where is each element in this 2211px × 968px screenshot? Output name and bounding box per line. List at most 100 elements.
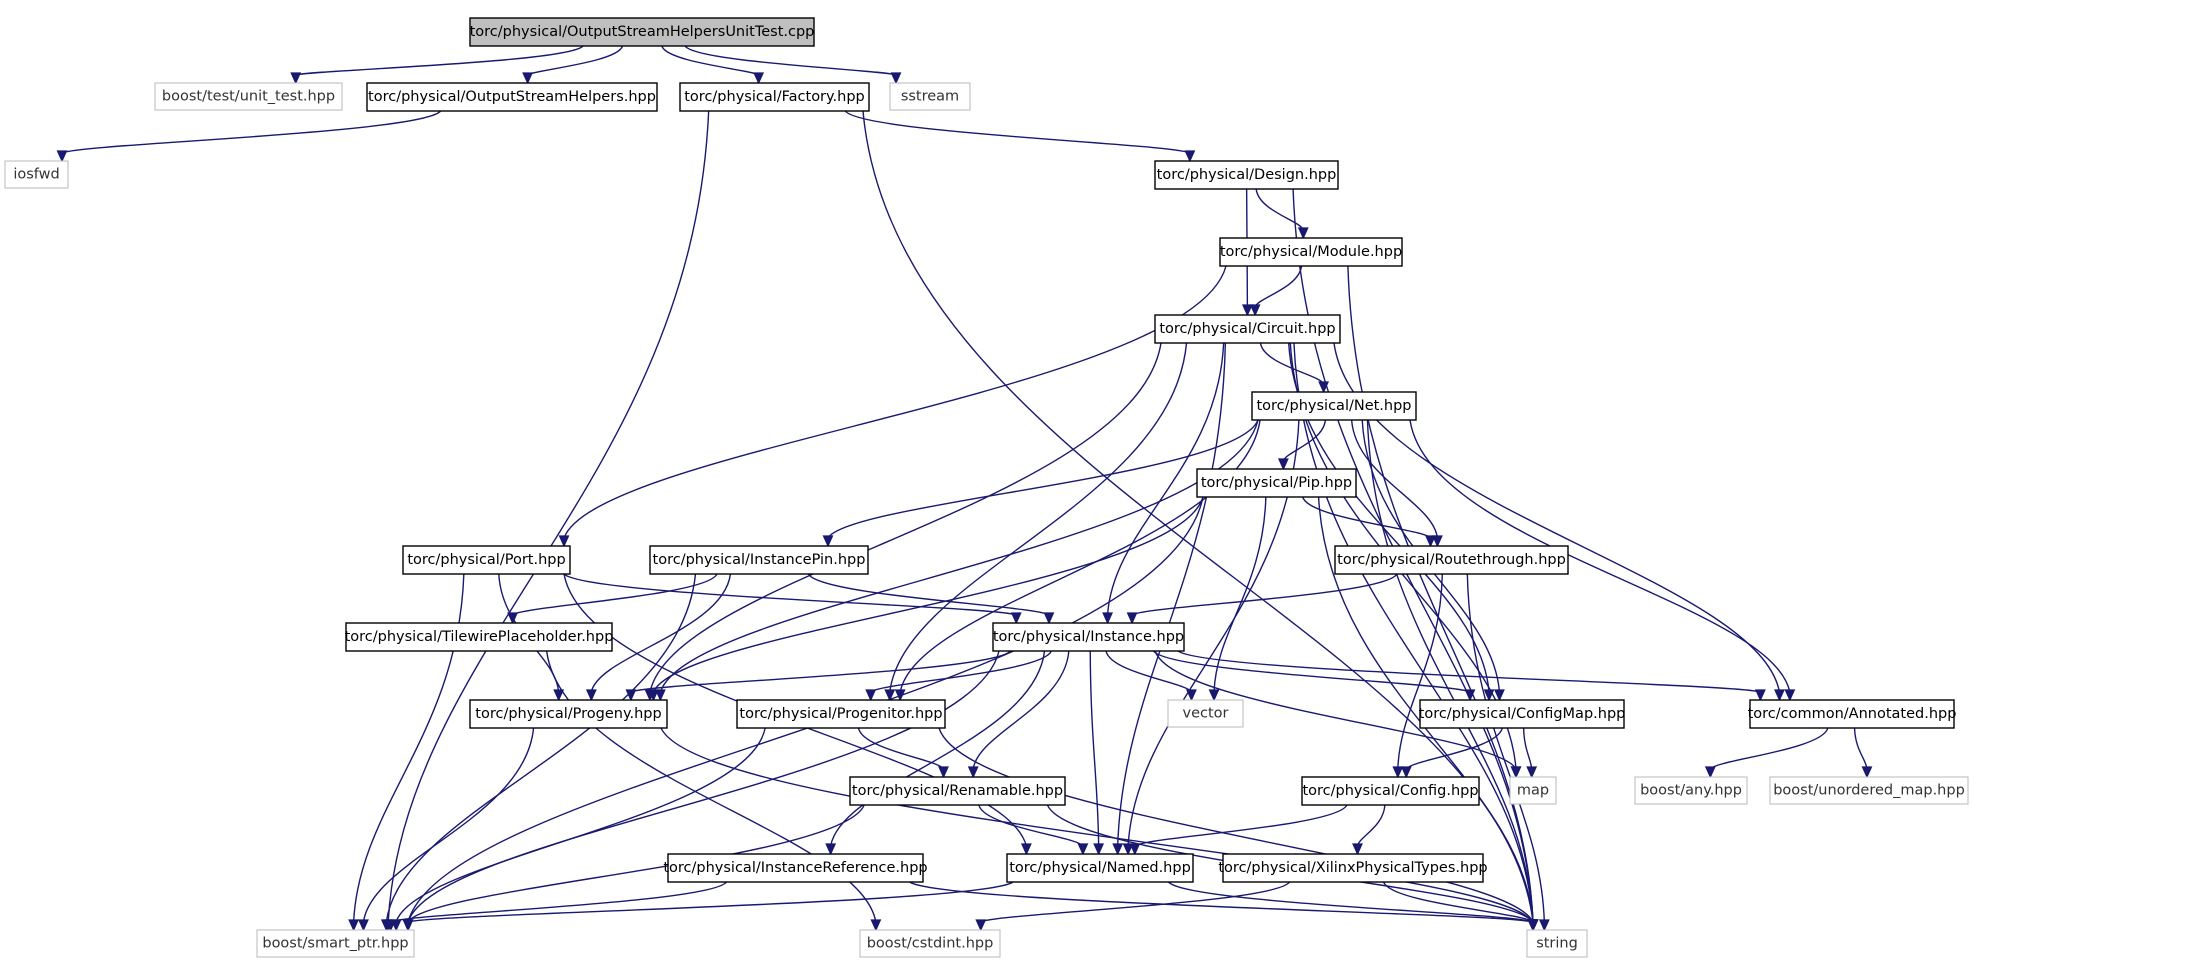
edge-root-to-sstream <box>684 45 902 85</box>
node-sstream: sstream <box>889 82 971 111</box>
node-box <box>736 699 946 729</box>
node-map: map <box>1509 776 1557 805</box>
node-instpin[interactable]: torc/physical/InstancePin.hpp <box>649 545 869 575</box>
node-box <box>1769 776 1969 805</box>
node-label: torc/physical/Factory.hpp <box>684 89 865 105</box>
edge-instance-to-progenitor <box>865 650 1053 702</box>
node-label: torc/physical/Net.hpp <box>1256 398 1411 414</box>
node-box <box>1167 699 1244 728</box>
node-box <box>859 929 1001 958</box>
node-box <box>1219 237 1403 267</box>
edge-osh-to-iosfwd <box>56 110 442 163</box>
node-label: torc/physical/Progeny.hpp <box>475 706 661 722</box>
node-label: boost/unordered_map.hpp <box>1773 783 1965 799</box>
node-label: torc/physical/InstanceReference.hpp <box>663 860 927 876</box>
node-smartptr: boost/smart_ptr.hpp <box>256 929 415 958</box>
node-osh[interactable]: torc/physical/OutputStreamHelpers.hpp <box>366 82 658 112</box>
edge-config-to-named <box>1129 804 1348 856</box>
node-string: string <box>1526 929 1588 958</box>
node-cstdint: boost/cstdint.hpp <box>859 929 1001 958</box>
node-progeny[interactable]: torc/physical/Progeny.hpp <box>469 699 668 729</box>
node-routethrough[interactable]: torc/physical/Routethrough.hpp <box>1334 545 1569 575</box>
node-box <box>4 160 69 189</box>
edge-circuit-to-string <box>1293 342 1539 932</box>
node-unit_test: boost/test/unit_test.hpp <box>154 82 343 111</box>
node-pip[interactable]: torc/physical/Pip.hpp <box>1196 468 1357 498</box>
edge-progenitor-to-string <box>938 727 1539 932</box>
edge-circuit-to-progenitor <box>884 342 1188 702</box>
node-renamable[interactable]: torc/physical/Renamable.hpp <box>849 776 1066 806</box>
edge-routethrough-to-string <box>1466 573 1550 932</box>
node-label: torc/physical/Port.hpp <box>407 552 565 568</box>
node-label: map <box>1517 783 1549 799</box>
node-box <box>1749 699 1955 729</box>
node-label: torc/physical/Module.hpp <box>1220 244 1402 260</box>
edge-progenitor-to-smartptr <box>390 727 766 932</box>
node-module[interactable]: torc/physical/Module.hpp <box>1219 237 1403 267</box>
edge-pip-to-vector <box>1208 496 1267 702</box>
node-label: boost/smart_ptr.hpp <box>262 936 408 952</box>
node-label: torc/physical/Config.hpp <box>1302 783 1478 799</box>
node-factory[interactable]: torc/physical/Factory.hpp <box>679 82 870 112</box>
edge-module-to-circuit <box>1249 265 1303 317</box>
edge-instpin-to-tileplace <box>507 573 718 625</box>
node-box <box>366 82 658 112</box>
edge-instance-to-vector <box>1105 650 1197 702</box>
node-box <box>1301 776 1480 806</box>
node-box <box>889 82 971 111</box>
edge-named-to-smartptr <box>402 881 1014 932</box>
node-box <box>849 776 1066 806</box>
node-net[interactable]: torc/physical/Net.hpp <box>1251 391 1417 421</box>
edge-net-to-annotated <box>1409 419 1796 702</box>
node-box <box>154 82 343 111</box>
node-instance[interactable]: torc/physical/Instance.hpp <box>992 622 1185 652</box>
node-box <box>1334 545 1569 575</box>
edge-root-to-osh <box>522 45 624 85</box>
edge-design-to-module <box>1255 188 1309 240</box>
node-design[interactable]: torc/physical/Design.hpp <box>1154 160 1339 190</box>
edge-pip-to-routethrough <box>1302 496 1436 548</box>
edge-net-to-instpin <box>822 419 1259 548</box>
edge-named-to-string <box>1168 881 1539 932</box>
node-box <box>1419 699 1625 729</box>
node-box <box>1634 776 1748 805</box>
edge-progeny-to-smartptr <box>358 727 535 932</box>
node-box <box>402 545 571 575</box>
edge-progenitor-to-renamable <box>857 727 949 779</box>
node-label: torc/physical/Progenitor.hpp <box>739 706 942 722</box>
node-configmap[interactable]: torc/physical/ConfigMap.hpp <box>1419 699 1626 729</box>
edge-instpin-to-instance <box>807 573 1055 625</box>
node-instref[interactable]: torc/physical/InstanceReference.hpp <box>663 853 928 883</box>
node-xilinx[interactable]: torc/physical/XilinxPhysicalTypes.hpp <box>1218 853 1488 883</box>
edge-routethrough-to-instance <box>1126 573 1398 625</box>
node-box <box>1154 160 1339 190</box>
node-vector: vector <box>1167 699 1244 728</box>
edge-circuit-to-instance <box>1102 342 1225 625</box>
node-box <box>667 853 924 883</box>
node-label: boost/test/unit_test.hpp <box>162 89 335 105</box>
node-config[interactable]: torc/physical/Config.hpp <box>1301 776 1480 806</box>
node-box <box>679 82 870 112</box>
node-named[interactable]: torc/physical/Named.hpp <box>1006 853 1194 883</box>
node-label: torc/physical/InstancePin.hpp <box>653 552 866 568</box>
edge-instance-to-progeny <box>625 650 1012 702</box>
node-circuit[interactable]: torc/physical/Circuit.hpp <box>1154 314 1341 344</box>
edge-root-to-factory <box>661 45 765 85</box>
edge-annotated-to-any <box>1704 727 1829 779</box>
nodes-layer: torc/physical/OutputStreamHelpersUnitTes… <box>4 17 1969 958</box>
edge-tileplace-to-cstdint <box>545 650 882 932</box>
edge-instance-to-configmap <box>1152 650 1476 702</box>
edge-port-to-instance <box>563 573 1022 625</box>
node-annotated[interactable]: torc/common/Annotated.hpp <box>1748 699 1957 729</box>
edge-xilinx-to-cstdint <box>975 881 1291 932</box>
node-label: vector <box>1183 706 1229 722</box>
edge-root-to-unit_test <box>290 45 584 85</box>
node-label: sstream <box>901 89 959 105</box>
node-box <box>1154 314 1341 344</box>
node-tileplace[interactable]: torc/physical/TilewirePlaceholder.hpp <box>345 622 614 652</box>
node-port[interactable]: torc/physical/Port.hpp <box>402 545 571 575</box>
node-progenitor[interactable]: torc/physical/Progenitor.hpp <box>736 699 946 729</box>
node-box <box>469 699 668 729</box>
node-label: torc/physical/Named.hpp <box>1009 860 1191 876</box>
